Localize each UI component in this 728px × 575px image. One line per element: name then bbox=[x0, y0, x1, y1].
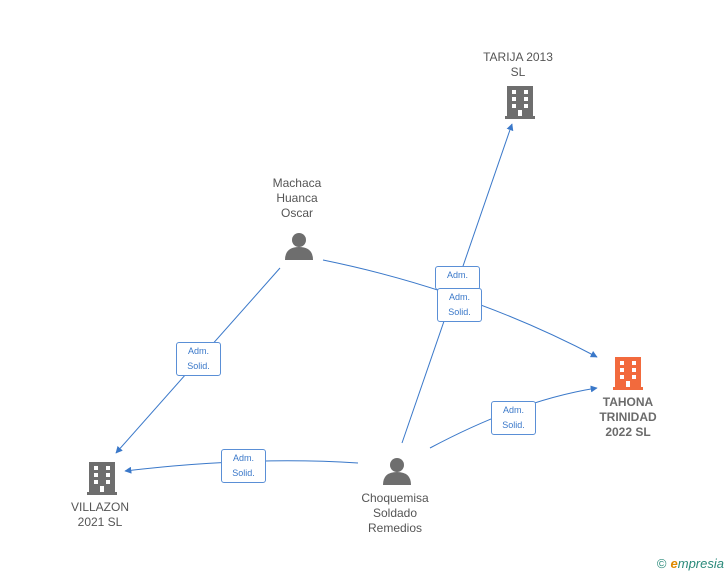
person-icon[interactable] bbox=[285, 233, 313, 260]
edge-label-choquemisa-tarija[interactable]: Adm. bbox=[435, 266, 480, 290]
building-icon[interactable] bbox=[505, 86, 535, 119]
node-label-choquemisa[interactable]: Choquemisa Soldado Remedios bbox=[361, 491, 429, 535]
copyright-icon: © bbox=[656, 556, 667, 571]
edge-label-machaca-tahona[interactable]: Adm. Solid. bbox=[437, 288, 482, 322]
edge-label-choquemisa-villazon[interactable]: Adm. Solid. bbox=[221, 449, 266, 483]
brand-e: e bbox=[670, 556, 678, 571]
node-label-villazon[interactable]: VILLAZON 2021 SL bbox=[70, 500, 130, 529]
building-icon-highlighted[interactable] bbox=[613, 357, 643, 390]
node-label-tahona[interactable]: TAHONA TRINIDAD 2022 SL bbox=[599, 395, 657, 439]
node-label-machaca[interactable]: Machaca Huanca Oscar bbox=[272, 176, 322, 220]
brand-name: mpresia bbox=[677, 556, 724, 571]
edge-label-machaca-villazon[interactable]: Adm. Solid. bbox=[176, 342, 221, 376]
node-label-tarija[interactable]: TARIJA 2013 SL bbox=[483, 50, 553, 79]
edge-label-choquemisa-tahona[interactable]: Adm. Solid. bbox=[491, 401, 536, 435]
building-icon[interactable] bbox=[87, 462, 117, 495]
empresia-logo[interactable]: ©empresia bbox=[657, 556, 724, 571]
person-icon[interactable] bbox=[383, 458, 411, 485]
